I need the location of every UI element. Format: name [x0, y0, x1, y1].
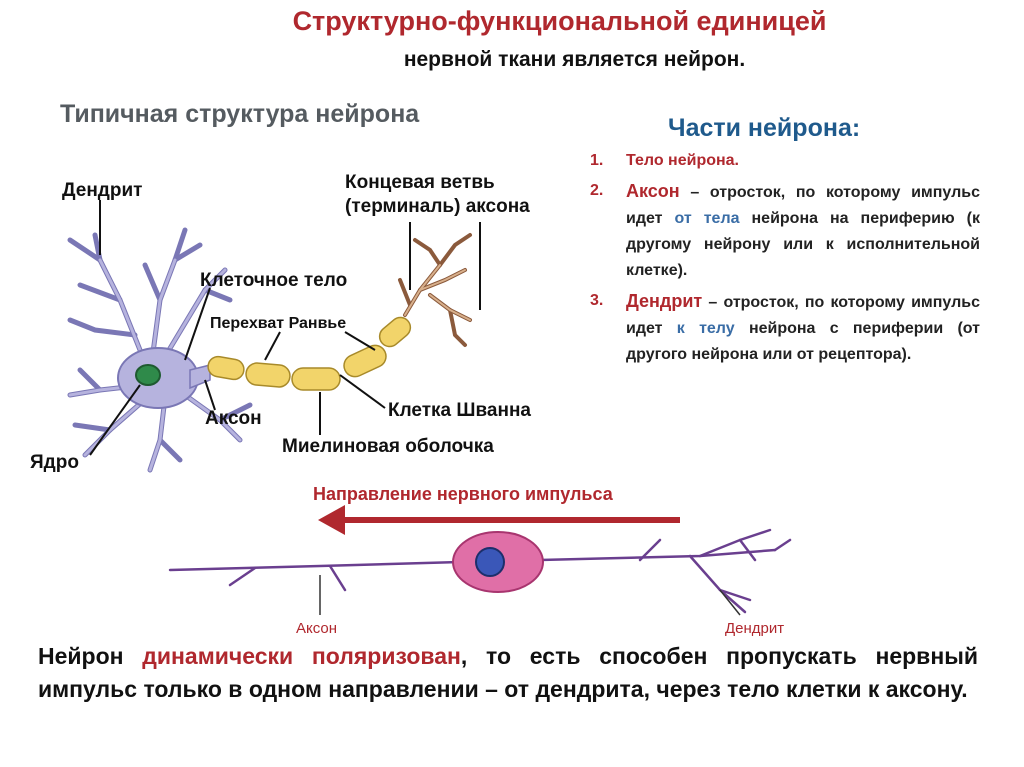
parts-item-text: нейрона с периферии (от другого нейрона …	[626, 320, 981, 363]
impulse-dendrite-label: Дендрит	[725, 620, 785, 637]
main-title: Структурно-функциональной единицей	[292, 6, 827, 36]
structure-title: Типичная структура нейрона	[60, 100, 420, 128]
label-schwann: Клетка Шванна	[388, 400, 532, 421]
nucleus-lower	[475, 547, 505, 577]
bottom-text: Нейрон	[38, 643, 143, 669]
main-subtitle: нервной ткани является нейрон.	[403, 48, 746, 71]
parts-item-text: нейрона на периферию (к другому нейрону …	[626, 210, 981, 279]
parts-item-text: – отросток, по которому импульс идет	[626, 294, 980, 337]
parts-list: 1. Тело нейрона. 2. Аксон – отросток, по …	[590, 148, 980, 368]
impulse-title: Направление нервного импульса	[313, 484, 613, 504]
parts-item-body: 1. Тело нейрона.	[590, 148, 980, 174]
parts-title: Части нейрона:	[668, 114, 861, 142]
nucleus	[135, 364, 161, 386]
label-terminal-line2: (терминаль) аксона	[345, 196, 530, 217]
parts-item-number: 2.	[590, 182, 604, 199]
parts-item-name: Аксон	[626, 181, 680, 201]
label-myelin: Миелиновая оболочка	[282, 436, 494, 457]
parts-item-number: 1.	[590, 152, 604, 169]
impulse-axon-label: Аксон	[296, 620, 338, 637]
bottom-highlight: динамически поляризован	[142, 643, 461, 669]
parts-item-text: – отросток, по которому импульс идет	[626, 184, 980, 227]
parts-item-highlight: к телу	[676, 320, 735, 337]
label-ranvier: Перехват Ранвье	[210, 315, 347, 332]
label-axon: Аксон	[205, 408, 262, 429]
label-terminal-line1: Концевая ветвь	[345, 172, 495, 193]
parts-item-dendrite: 3. Дендрит – отросток, по которому импуль…	[590, 288, 980, 368]
label-cell-body: Клеточное тело	[200, 270, 348, 291]
parts-item-highlight: от тела	[674, 210, 740, 227]
parts-item-name: Тело нейрона.	[626, 152, 739, 169]
myelin-sheath	[207, 316, 412, 391]
label-nucleus: Ядро	[30, 452, 79, 473]
parts-item-axon: 2. Аксон – отросток, по которому импульс …	[590, 178, 980, 284]
impulse-arrowhead	[318, 505, 345, 535]
parts-item-number: 3.	[590, 292, 604, 309]
bottom-statement: Нейрон динамически поляризован, то есть …	[38, 640, 978, 706]
parts-item-name: Дендрит	[626, 291, 703, 311]
label-dendrite: Дендрит	[62, 180, 143, 201]
bottom-text: , то есть способен пропускать нервный им…	[38, 643, 978, 702]
